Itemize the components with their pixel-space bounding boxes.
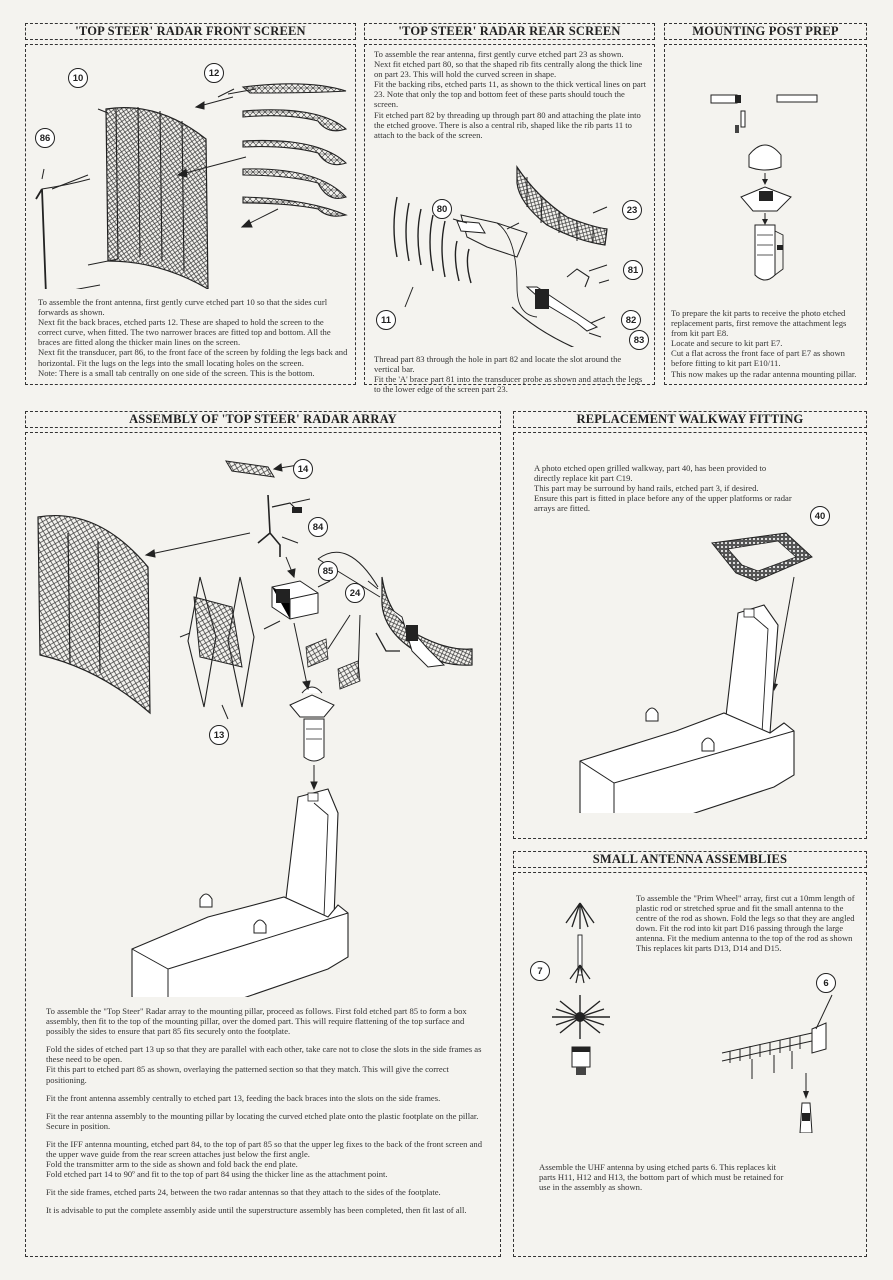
callout-10: 10: [68, 68, 88, 88]
callout-81: 81: [623, 260, 643, 280]
walkway-drawing: [579, 532, 813, 813]
panel-small-antenna-header: SMALL ANTENNA ASSEMBLIES: [513, 851, 867, 868]
walkway-instructions: A photo etched open grilled walkway, par…: [534, 463, 792, 514]
callout-label: 86: [39, 132, 51, 144]
assembly-paragraph: To assemble the "Top Steer" Radar array …: [46, 1006, 467, 1037]
callout-label: 81: [627, 264, 639, 276]
callout-label: 10: [72, 72, 84, 84]
callout-7: 7: [530, 961, 550, 981]
small-antenna-instructions-bottom: Assemble the UHF antenna by using etched…: [539, 1162, 784, 1193]
panel-title: 'TOP STEER' RADAR REAR SCREEN: [398, 24, 621, 38]
small-antenna-drawing: [552, 902, 833, 1133]
callout-label: 14: [297, 463, 309, 475]
front-screen-instructions: To assemble the front antenna, first gen…: [38, 297, 348, 378]
panel-title: 'TOP STEER' RADAR FRONT SCREEN: [75, 24, 306, 38]
callout-label: 83: [633, 334, 645, 346]
rear-screen-instructions-top: To assemble the rear antenna, first gent…: [374, 49, 646, 140]
callout-85: 85: [318, 561, 338, 581]
panel-mounting-post: MOUNTING POST PREP To prepare the kit pa…: [664, 23, 867, 385]
assembly-paragraph: Fit the front antenna assembly centrally…: [46, 1092, 441, 1103]
panel-small-antenna-body: To assemble the "Prim Wheel" array, firs…: [513, 872, 867, 1257]
small-antenna-instructions-top: To assemble the "Prim Wheel" array, firs…: [636, 893, 855, 954]
assembly-paragraph: Fit the IFF antenna mounting, etched par…: [46, 1138, 483, 1180]
callout-80: 80: [432, 199, 452, 219]
callout-label: 82: [625, 314, 637, 326]
panel-title: REPLACEMENT WALKWAY FITTING: [576, 412, 804, 426]
assembly-paragraph: Fold the sides of etched part 13 up so t…: [46, 1044, 482, 1085]
panel-front-screen-header: 'TOP STEER' RADAR FRONT SCREEN: [25, 23, 356, 40]
panel-title: SMALL ANTENNA ASSEMBLIES: [592, 852, 788, 866]
front-screen-drawing: [35, 83, 348, 289]
panel-mounting-post-body: To prepare the kit parts to receive the …: [664, 44, 867, 385]
callout-label: 84: [312, 521, 324, 533]
callout-label: 11: [380, 314, 392, 326]
panel-small-antenna: SMALL ANTENNA ASSEMBLIES To assemble the…: [513, 851, 867, 1257]
panel-assembly-body: 14 84 85 24 13 To assemble the "Top Stee…: [25, 432, 501, 1257]
panel-title: ASSEMBLY OF 'TOP STEER' RADAR ARRAY: [129, 412, 397, 426]
callout-84: 84: [308, 517, 328, 537]
panel-assembly-header: ASSEMBLY OF 'TOP STEER' RADAR ARRAY: [25, 411, 501, 428]
callout-6: 6: [816, 973, 836, 993]
callout-83: 83: [629, 330, 649, 350]
panel-walkway: REPLACEMENT WALKWAY FITTING A photo etch…: [513, 411, 867, 839]
callout-86: 86: [35, 128, 55, 148]
callout-13: 13: [209, 725, 229, 745]
callout-label: 23: [626, 204, 638, 216]
callout-label: 80: [436, 203, 448, 215]
assembly-paragraph: It is advisable to put the complete asse…: [46, 1205, 467, 1216]
mounting-post-instructions: To prepare the kit parts to receive the …: [671, 308, 857, 379]
assembly-paragraph: Fit the rear antenna assembly to the mou…: [46, 1110, 479, 1131]
callout-11: 11: [376, 310, 396, 330]
mounting-post-drawing: [710, 94, 818, 281]
callout-label: 40: [814, 510, 826, 522]
assembly-drawing: [37, 460, 473, 997]
callout-40: 40: [810, 506, 830, 526]
panel-rear-screen: 'TOP STEER' RADAR REAR SCREEN To assembl…: [364, 23, 655, 394]
callout-24: 24: [345, 583, 365, 603]
callout-label: 13: [213, 729, 225, 741]
callout-82: 82: [621, 310, 641, 330]
panel-assembly: ASSEMBLY OF 'TOP STEER' RADAR ARRAY: [25, 411, 501, 1257]
panel-mounting-post-header: MOUNTING POST PREP: [664, 23, 867, 40]
assembly-instructions: To assemble the "Top Steer" Radar array …: [46, 1006, 490, 1224]
panel-rear-screen-header: 'TOP STEER' RADAR REAR SCREEN: [364, 23, 655, 40]
callout-label: 12: [208, 67, 220, 79]
rear-screen-instructions-bottom: Thread part 83 through the hole in part …: [374, 354, 643, 395]
panel-front-screen-body: 10 12 86 To assemble the front antenna, …: [25, 44, 356, 385]
callout-label: 24: [349, 587, 361, 599]
callout-label: 7: [537, 965, 543, 977]
callout-label: 85: [322, 565, 334, 577]
panel-title: MOUNTING POST PREP: [692, 24, 839, 38]
callout-23: 23: [622, 200, 642, 220]
callout-label: 6: [823, 977, 829, 989]
assembly-paragraph: Fit the side frames, etched parts 24, be…: [46, 1187, 441, 1198]
rear-screen-drawing: [393, 165, 610, 347]
callout-12: 12: [204, 63, 224, 83]
panel-rear-screen-body: To assemble the rear antenna, first gent…: [364, 44, 655, 394]
panel-front-screen: 'TOP STEER' RADAR FRONT SCREEN: [25, 23, 356, 385]
callout-14: 14: [293, 459, 313, 479]
panel-walkway-header: REPLACEMENT WALKWAY FITTING: [513, 411, 867, 428]
panel-walkway-body: A photo etched open grilled walkway, par…: [513, 432, 867, 839]
